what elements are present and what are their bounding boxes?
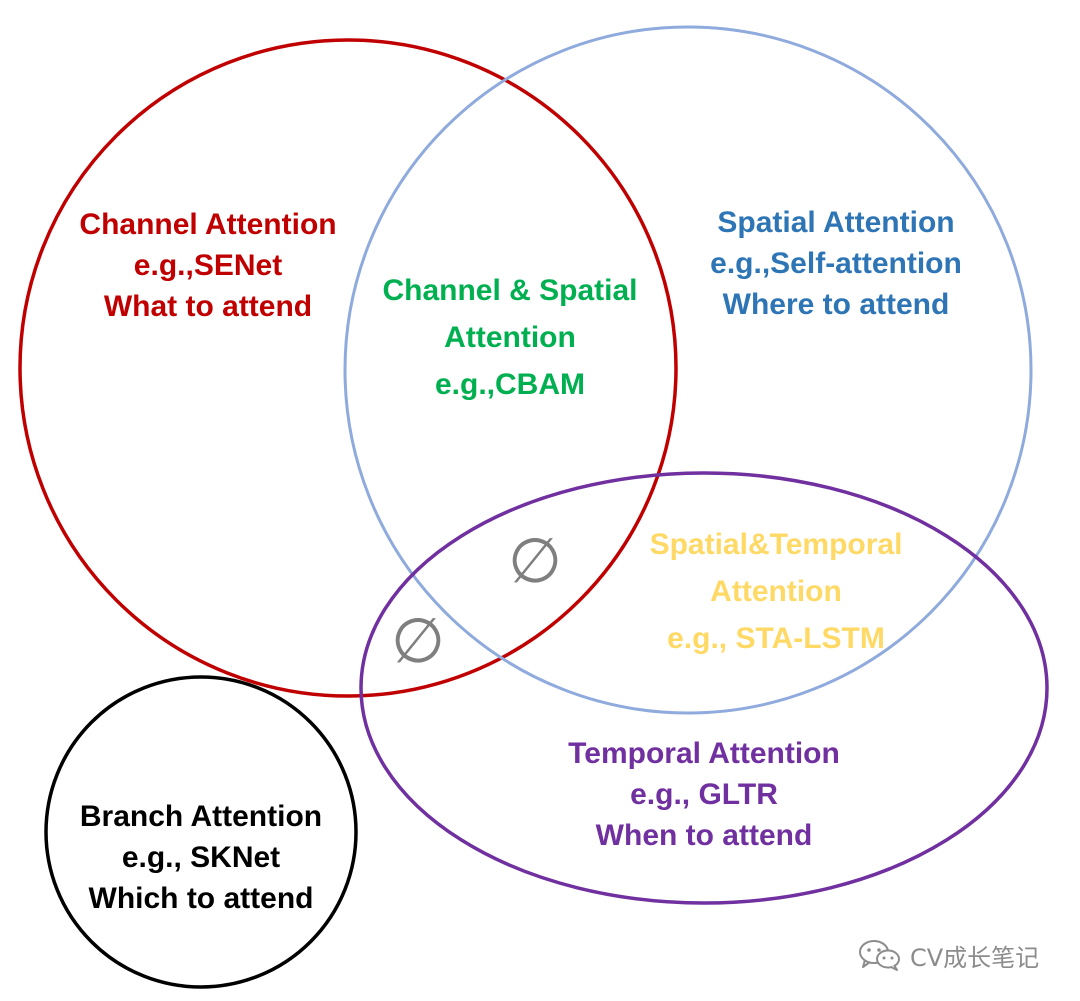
temporal-attention-purpose: When to attend: [595, 819, 813, 852]
spatial-temporal-title: Spatial&Temporal: [649, 528, 903, 561]
spatial-attention-circle: [343, 25, 1033, 715]
channel-spatial-example: e.g.,CBAM: [434, 368, 585, 401]
temporal-attention-ellipse: [359, 471, 1049, 905]
channel-attention-example: e.g.,SENet: [133, 249, 283, 282]
channel-attention-circle: [18, 38, 678, 698]
branch-attention-example: e.g., SKNet: [121, 841, 281, 874]
spatial-temporal-title-2: Attention: [710, 575, 842, 608]
temporal-attention-title: Temporal Attention: [568, 737, 840, 770]
spatial-attention-title: Spatial Attention: [717, 206, 955, 239]
wechat-icon: [859, 940, 900, 971]
spatial-temporal-attention-label: Spatial&Temporal Attention e.g., STA-LST…: [650, 521, 903, 662]
channel-attention-label: Channel Attention e.g.,SENet What to att…: [79, 204, 336, 327]
watermark: CV成长笔记: [858, 937, 1039, 973]
spatial-attention-purpose: Where to attend: [722, 288, 950, 321]
spatial-attention-example: e.g.,Self-attention: [710, 247, 962, 280]
watermark-text: CV成长笔记: [910, 943, 1040, 972]
channel-spatial-title: Channel & Spatial: [382, 274, 638, 307]
spatial-temporal-example: e.g., STA-LSTM: [667, 622, 885, 655]
channel-spatial-title-2: Attention: [444, 321, 576, 354]
branch-attention-purpose: Which to attend: [88, 882, 314, 915]
empty-set-symbol-upper: ∅: [507, 524, 563, 597]
channel-spatial-attention-label: Channel & Spatial Attention e.g.,CBAM: [382, 267, 637, 408]
branch-attention-circle: [44, 675, 358, 989]
branch-attention-title: Branch Attention: [79, 800, 323, 833]
branch-attention-label: Branch Attention e.g., SKNet Which to at…: [80, 796, 322, 919]
temporal-attention-label: Temporal Attention e.g., GLTR When to at…: [568, 733, 840, 856]
channel-attention-purpose: What to attend: [103, 290, 313, 323]
spatial-attention-label: Spatial Attention e.g.,Self-attention Wh…: [710, 202, 962, 325]
empty-set-symbol-lower: ∅: [390, 604, 446, 677]
temporal-attention-example: e.g., GLTR: [630, 778, 778, 811]
channel-attention-title: Channel Attention: [79, 208, 337, 241]
